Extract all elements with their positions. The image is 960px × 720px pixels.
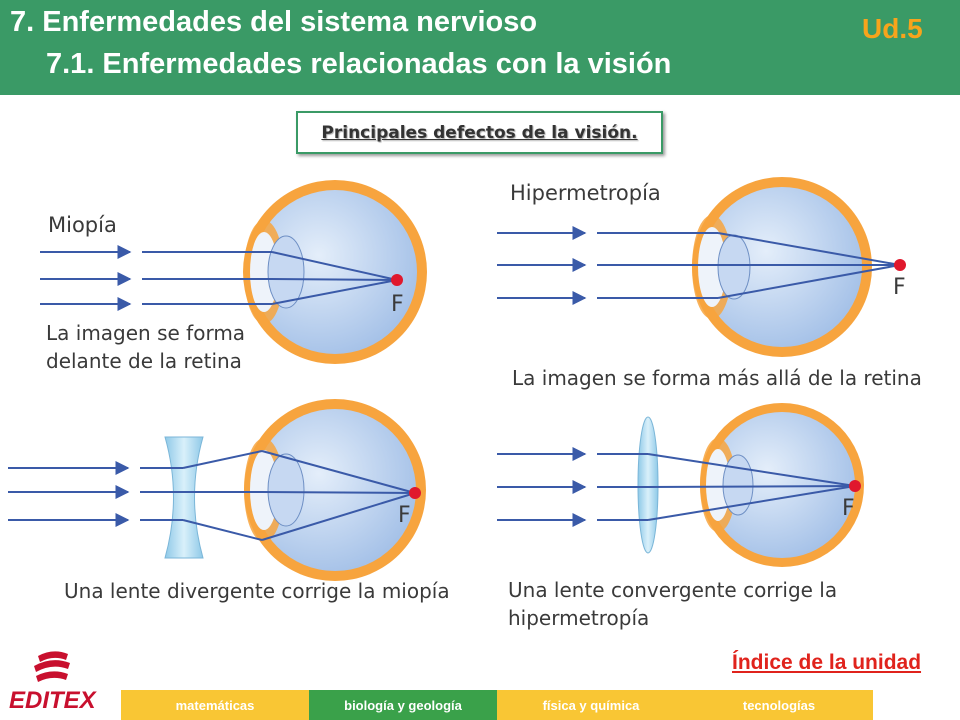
convergent-lens	[637, 416, 659, 554]
myopia-corrected-focus-label: F	[398, 503, 411, 528]
myopia-corrected-focus-dot	[409, 487, 421, 499]
page-title: 7. Enfermedades del sistema nervioso	[10, 6, 538, 38]
tab-matematicas[interactable]: matemáticas	[121, 690, 309, 720]
subject-tabs: matemáticas biología y geología física y…	[121, 690, 873, 720]
hyperopia-corrected-caption-line1: Una lente convergente corrige la	[508, 578, 837, 602]
hyperopia-corrected-focus-dot	[849, 480, 861, 492]
hyperopia-label: Hipermetropía	[510, 181, 661, 205]
myopia-panel: Miopía F La imagen se forma delante de l…	[40, 180, 427, 373]
tab-tecnologias[interactable]: tecnologías	[685, 690, 873, 720]
hyperopia-corrected-caption-line2: hipermetropía	[508, 606, 649, 630]
myopia-rays	[40, 245, 398, 311]
hyperopia-focus-dot	[894, 259, 906, 271]
tab-biologia-geologia[interactable]: biología y geología	[309, 690, 497, 720]
unit-badge: Ud.5	[862, 13, 923, 44]
hyperopia-corrected-panel: F Una lente convergente corrige la hiper…	[497, 403, 864, 630]
hyperopia-focus-label: F	[893, 275, 906, 300]
header-bar: 7. Enfermedades del sistema nervioso 7.1…	[0, 0, 960, 95]
myopia-eye	[243, 180, 427, 364]
myopia-focus-dot	[391, 274, 403, 286]
myopia-label: Miopía	[48, 213, 117, 237]
myopia-focus-label: F	[391, 292, 404, 317]
hyperopia-caption: La imagen se forma más allá de la retina	[512, 366, 922, 390]
myopia-corrected-eye	[244, 399, 426, 581]
logo-text: EDITEX	[9, 687, 98, 714]
section-title-box: Principales defectos de la visión.	[296, 111, 663, 154]
myopia-caption-line2: delante de la retina	[46, 349, 242, 373]
myopia-corrected-panel: F Una lente divergente corrige la miopía	[8, 399, 450, 603]
hyperopia-panel: Hipermetropía F La imagen se forma más a…	[497, 177, 922, 390]
vision-defects-diagram: Miopía F La imagen se forma delante de l…	[8, 177, 922, 630]
editex-logo: EDITEX	[9, 651, 98, 714]
hyperopia-rays	[497, 226, 901, 305]
hyperopia-corrected-rays	[497, 447, 856, 527]
section-title: Principales defectos de la visión.	[321, 122, 638, 143]
divergent-lens	[164, 436, 204, 559]
hyperopia-corrected-focus-label: F	[842, 496, 855, 521]
myopia-corrected-rays	[8, 450, 416, 541]
myopia-corrected-caption: Una lente divergente corrige la miopía	[64, 579, 450, 603]
myopia-caption-line1: La imagen se forma	[46, 321, 245, 345]
unit-index-link[interactable]: Índice de la unidad	[732, 651, 922, 674]
hyperopia-eye	[692, 177, 872, 357]
page-subtitle: 7.1. Enfermedades relacionadas con la vi…	[46, 48, 672, 80]
hyperopia-corrected-eye	[700, 403, 864, 567]
tab-fisica-quimica[interactable]: física y química	[497, 690, 685, 720]
